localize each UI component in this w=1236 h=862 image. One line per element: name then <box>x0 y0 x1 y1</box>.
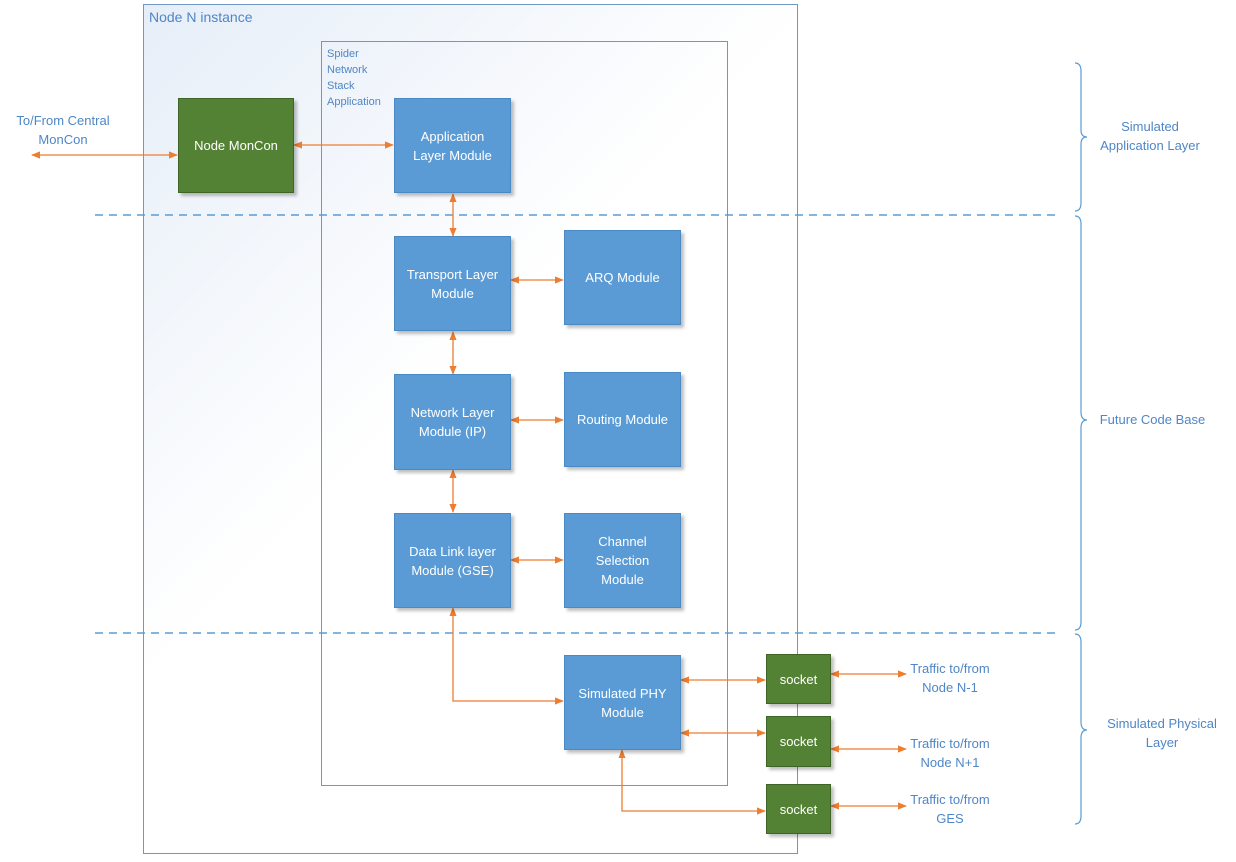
simulated-physical-layer-label: Simulated Physical Layer <box>1092 714 1232 752</box>
label-line: Layer <box>1145 735 1179 750</box>
label-line: Simulated <box>1121 119 1179 134</box>
module-text: socket <box>779 671 818 687</box>
module-text: Selection <box>595 553 650 568</box>
node-moncon-box: Node MonCon <box>178 98 294 193</box>
label-line: Node N+1 <box>920 755 980 770</box>
central-moncon-label: To/From Central MonCon <box>0 111 126 149</box>
module-text: Channel <box>598 534 647 549</box>
module-text: socket <box>779 734 818 749</box>
label-line: Application Layer <box>1100 138 1200 153</box>
label-line: GES <box>936 811 964 826</box>
label-line: Traffic to/from <box>910 792 990 807</box>
label-line: Simulated Physical <box>1107 716 1217 731</box>
module-text: ARQ Module <box>585 270 660 285</box>
spider-stack-label-line: Stack <box>327 80 355 92</box>
physical-layer-brace <box>1074 633 1088 825</box>
socket-1: socket <box>766 654 831 704</box>
module-text: Network Layer <box>410 405 495 420</box>
module-text: Module (GSE) <box>411 562 494 578</box>
spider-stack-label-line: Application <box>327 96 381 108</box>
module-text: Transport Layer <box>406 266 499 282</box>
arq-module: ARQ Module <box>564 230 681 325</box>
spider-stack-label-line: Network <box>327 64 368 76</box>
future-code-base-brace <box>1074 215 1088 631</box>
label-line: Future Code Base <box>1099 412 1206 427</box>
module-text: Module (IP) <box>418 424 487 439</box>
module-text: Module <box>601 572 644 587</box>
routing-module: Routing Module <box>564 372 681 467</box>
simulated-phy-module: Simulated PHY Module <box>564 655 681 750</box>
label-line: Traffic to/from <box>910 736 990 751</box>
module-text: socket <box>779 801 818 817</box>
module-text: Data Link layer <box>409 543 496 559</box>
socket-3: socket <box>766 784 831 834</box>
label-line: MonCon <box>38 132 88 147</box>
arrow-datalink-phy <box>449 607 564 705</box>
socket-2: socket <box>766 716 831 767</box>
application-layer-brace <box>1074 62 1088 212</box>
traffic-node-prev-label: Traffic to/from Node N-1 <box>900 659 1000 697</box>
module-text: Routing Module <box>576 412 669 427</box>
module-text: Node MonCon <box>194 138 278 153</box>
module-text: Simulated PHY <box>578 685 667 701</box>
label-line: Node N-1 <box>922 680 978 695</box>
module-text: Layer Module <box>413 147 492 163</box>
label-line: Traffic to/from <box>910 661 990 676</box>
traffic-ges-label: Traffic to/from GES <box>900 790 1000 828</box>
module-text: Application <box>420 128 485 144</box>
spider-stack-label: Spider Network Stack Application <box>327 46 381 110</box>
simulated-application-layer-label: Simulated Application Layer <box>1085 117 1215 155</box>
module-text: Module <box>431 285 474 301</box>
traffic-node-next-label: Traffic to/from Node N+1 <box>900 734 1000 772</box>
label-line: To/From Central <box>16 113 110 128</box>
spider-stack-label-line: Spider <box>327 48 359 60</box>
module-text: Module <box>601 704 644 720</box>
future-code-base-label: Future Code Base <box>1085 410 1220 429</box>
node-instance-label: Node N instance <box>149 9 253 25</box>
arrow-phy-socket-3 <box>618 749 766 815</box>
